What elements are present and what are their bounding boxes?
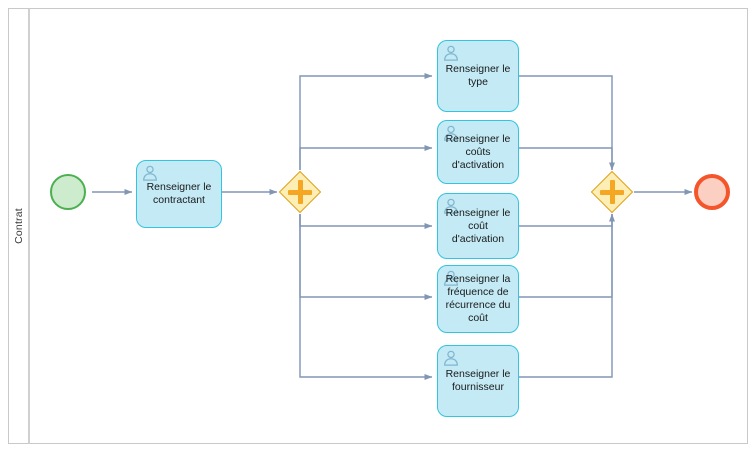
- pool-label: Contrat: [13, 208, 25, 244]
- user-icon: [444, 350, 458, 366]
- user-icon: [444, 125, 458, 141]
- user-icon: [444, 270, 458, 286]
- task-renseigner-le-couts-activation[interactable]: Renseigner le coûts d'activation: [437, 120, 519, 184]
- user-icon: [444, 198, 458, 214]
- task-renseigner-le-contractant[interactable]: Renseigner le contractant: [136, 160, 222, 228]
- task-label: Renseigner le contractant: [146, 181, 212, 206]
- task-renseigner-le-fournisseur[interactable]: Renseigner le fournisseur: [437, 345, 519, 417]
- plus-icon-vertical: [297, 180, 303, 204]
- task-renseigner-la-frequence-de-recurrence-du-cout[interactable]: Renseigner la fréquence de récurrence du…: [437, 265, 519, 333]
- parallel-gateway-split[interactable]: [278, 170, 322, 214]
- pool-header: [8, 8, 30, 444]
- user-icon: [143, 165, 157, 181]
- task-label: Renseigner le coûts d'activation: [445, 132, 511, 171]
- task-label: Renseigner le fournisseur: [445, 368, 511, 393]
- lane-body: [30, 8, 748, 444]
- task-label: Renseigner le coût d'activation: [445, 206, 511, 245]
- task-label: Renseigner la fréquence de récurrence du…: [445, 273, 511, 324]
- parallel-gateway-join[interactable]: [590, 170, 634, 214]
- start-event[interactable]: [50, 174, 86, 210]
- user-icon: [444, 45, 458, 61]
- task-renseigner-le-type[interactable]: Renseigner le type: [437, 40, 519, 112]
- task-label: Renseigner le type: [445, 63, 511, 88]
- task-renseigner-le-cout-activation[interactable]: Renseigner le coût d'activation: [437, 193, 519, 259]
- end-event[interactable]: [694, 174, 730, 210]
- plus-icon-vertical: [609, 180, 615, 204]
